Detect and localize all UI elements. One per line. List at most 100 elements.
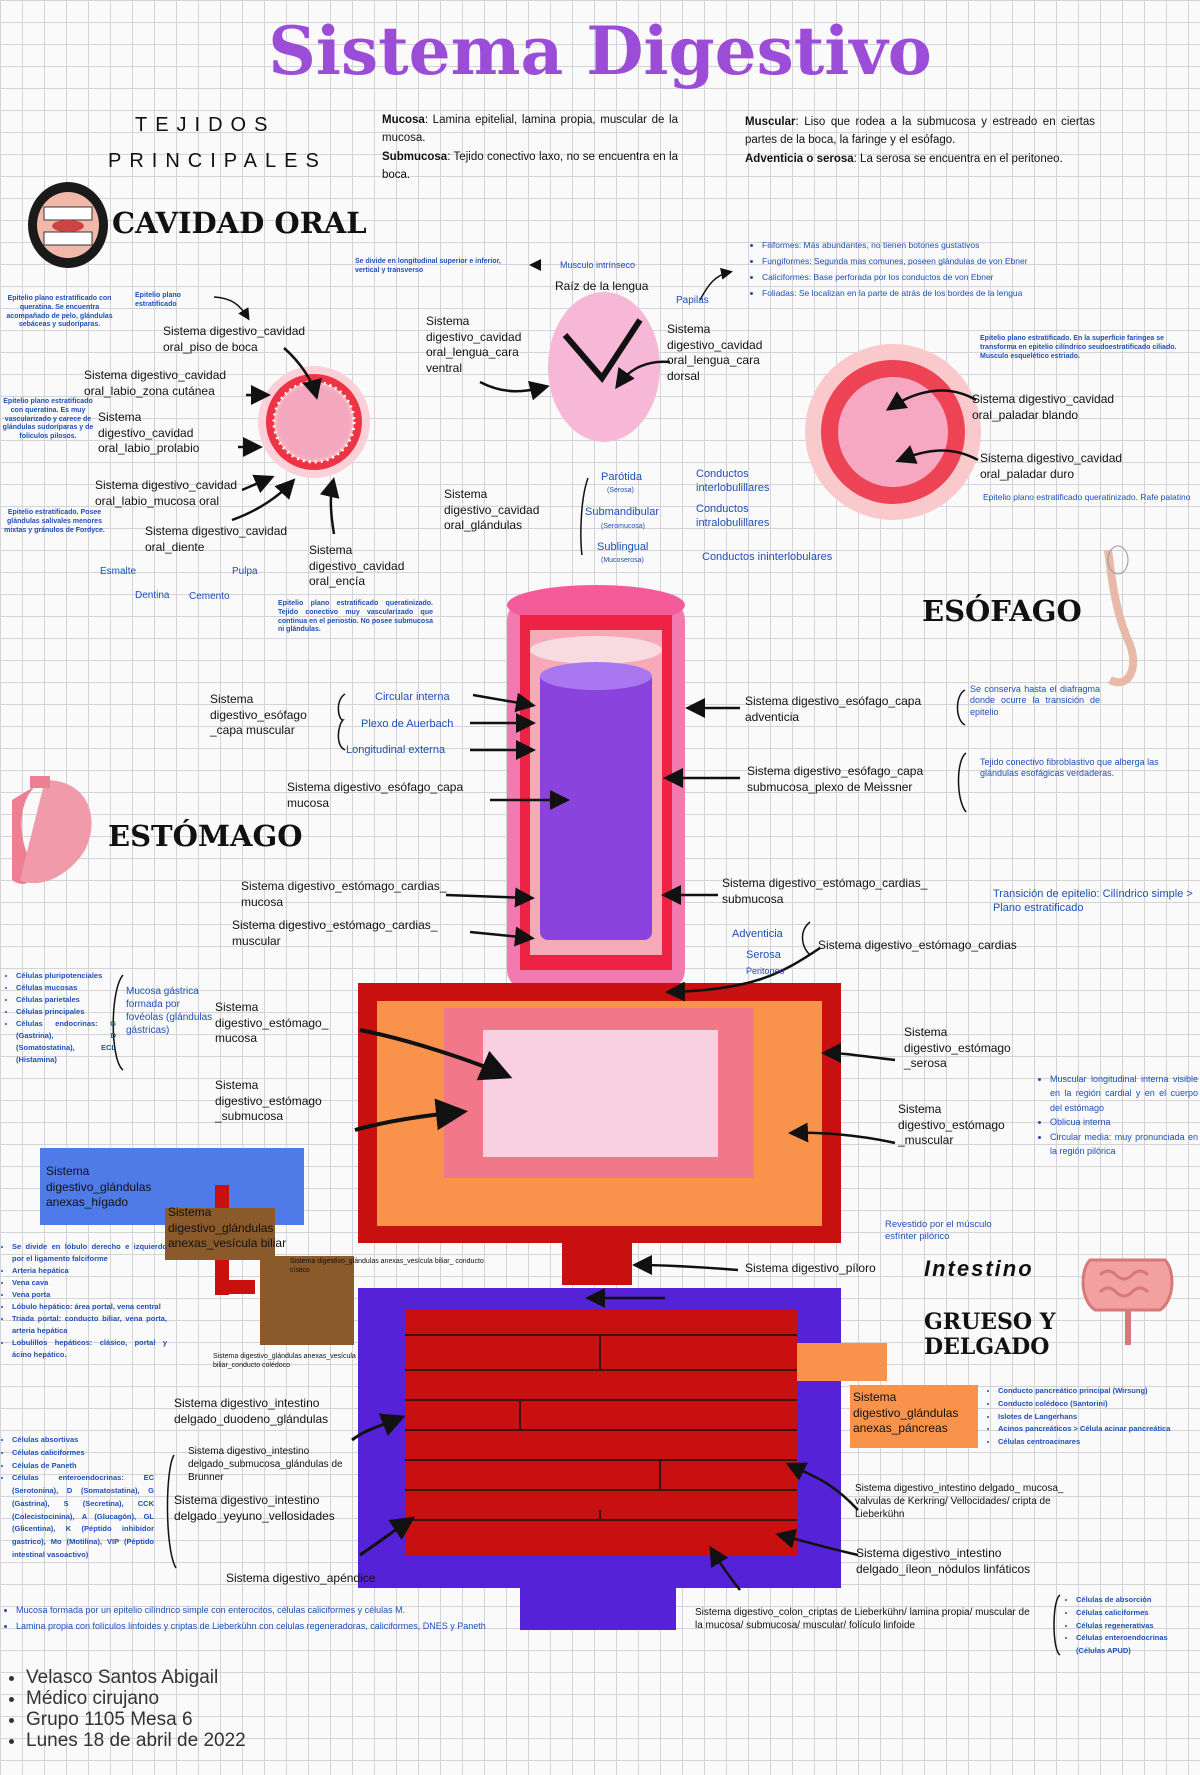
- oral-esmalte: Esmalte: [100, 566, 137, 577]
- oral-encia-label: Sistema digestivo_cavidad oral_encía: [309, 543, 405, 589]
- tongue-musculo-label: Musculo intrínseco: [560, 260, 636, 270]
- submucosa-value: : Tejido conectivo laxo, no se encuentra…: [382, 150, 678, 182]
- pylorus-revestido-note: Revestido por el músculo esfínter pilóri…: [885, 1219, 992, 1243]
- mouth-icon: [28, 182, 108, 268]
- gland-sublingual: Sublingual: [597, 541, 649, 553]
- oral-mucosa-label: Sistema digestivo_cavidad oral_labio_muc…: [95, 478, 238, 508]
- apendice-item: Mucosa formada por un epitelio cilíndric…: [16, 1602, 531, 1618]
- oral-piso-label: Sistema digestivo_cavidad oral_piso de b…: [163, 324, 306, 354]
- diagram-arrows: [213, 259, 979, 1591]
- intestine-block: [358, 1288, 841, 1630]
- section-estomago: ESTÓMAGO: [108, 819, 303, 853]
- pancreas-item: Acinos pancreáticos > Célula acinar panc…: [998, 1423, 1183, 1436]
- stomach-icon: [12, 776, 92, 884]
- oral-pulpa: Pulpa: [232, 566, 258, 577]
- stomach-mucosa-label: Sistema digestivo_estómago_ mucosa: [215, 1000, 329, 1046]
- cystic-duct-label: Sistema digestivo_glándulas anexas_vesíc…: [290, 1258, 484, 1274]
- esof-capa-muscular-label: Sistema digestivo_esófago _capa muscular: [210, 692, 307, 738]
- stomach-musc-item: Muscular longitudinal interna visible en…: [1050, 1072, 1198, 1115]
- mucosa-value: : Lamina epitelial, lamina propia, muscu…: [382, 114, 678, 145]
- papila-item: Caliciformes: Base perforada por los con…: [762, 269, 1122, 285]
- oral-prolabio-label: Sistema digestivo_cavidad oral_labio_pro…: [98, 410, 200, 456]
- pancreas-label: Sistema digestivo_glándulas anexas_páncr…: [853, 1390, 959, 1436]
- liver-label: Sistema digestivo_glándulas anexas_hígad…: [46, 1164, 152, 1210]
- muscular-key: Muscular: [745, 116, 796, 128]
- stomach-cardias-muscular: Sistema digestivo_estómago_cardias_ musc…: [232, 918, 438, 948]
- liver-item: Vena cava: [12, 1277, 167, 1289]
- tongue-dorsal-label: Sistema digestivo_cavidad oral_lengua_ca…: [667, 322, 763, 383]
- papila-item: Filiformes: Más abundantes, no tienen bo…: [762, 237, 1122, 253]
- colon-label: Sistema digestivo_colon_criptas de Liebe…: [695, 1607, 1030, 1631]
- stomach-adventicia: Adventicia: [732, 928, 783, 940]
- section-esofago: ESÓFAGO: [922, 594, 1082, 628]
- oral-ep-encia-note: Epitelio plano estratificado queratiniza…: [278, 600, 433, 634]
- footer-credits: Velasco Santos Abigail Médico cirujano G…: [10, 1667, 246, 1752]
- intestine-cell-item: Células enteroendocrinas: EC (Serotonina…: [12, 1472, 154, 1561]
- gland-sublingual-type: (Mucoserosa): [601, 557, 644, 564]
- palate-blando-label: Sistema digestivo_cavidad oral_paladar b…: [972, 392, 1115, 422]
- gallbladder-label: Sistema digestivo_glándulas anexas_vesíc…: [168, 1205, 287, 1251]
- stomach-muscular-list: Muscular longitudinal interna visible en…: [1040, 1072, 1198, 1158]
- duodeno-label: Sistema digestivo_intestino delgado_duod…: [174, 1396, 329, 1426]
- kerkring-label: Sistema digestivo_intestino delgado_ muc…: [855, 1483, 1064, 1520]
- submucosa-key: Submucosa: [382, 150, 448, 163]
- stomach-cell-item: Células endocrinas: G (Gastrina), D (Som…: [16, 1018, 116, 1066]
- gland-conductos-inter: Conductos interlobulillares: [696, 468, 770, 495]
- section-grueso-delgado: GRUESO Y DELGADO: [924, 1309, 1056, 1361]
- intestine-cell-item: Células absortivas: [12, 1434, 154, 1447]
- papila-item: Foliadas: Se localizan en la parte de at…: [762, 285, 1122, 301]
- pylorus-shape: [562, 1243, 632, 1285]
- stomach-musc-item: Oblicua interna: [1050, 1115, 1198, 1129]
- stomach-celulas-list: Células pluripotenciales Células mucosas…: [6, 970, 116, 1066]
- stomach-layers: [358, 983, 841, 1243]
- oral-ep-plano-note: Epitelio plano estratificado: [135, 292, 181, 308]
- apendice-label: Sistema digestivo_apéndice: [226, 1571, 376, 1585]
- esof-submucosa-note: Tejido conectivo fibroblastivo que alber…: [980, 757, 1159, 779]
- papilas-list: Filiformes: Más abundantes, no tienen bo…: [752, 237, 1122, 302]
- esof-adventicia-note: Se conserva hasta el diafragma donde ocu…: [970, 684, 1100, 717]
- stomach-cardias-submucosa: Sistema digestivo_estómago_cardias_ subm…: [722, 876, 928, 906]
- apendice-item: Lamina propia con folículos linfoides y …: [16, 1618, 531, 1634]
- stomach-cell-item: Células mucosas: [16, 982, 116, 994]
- bile-duct-shape: [215, 1280, 255, 1294]
- colon-item: Células regenerativas: [1076, 1620, 1196, 1633]
- oral-dentina: Dentina: [135, 590, 170, 601]
- intestine-icon: [1081, 1258, 1174, 1345]
- yeyuno-label: Sistema digestivo_intestino delgado_yeyu…: [174, 1493, 335, 1523]
- oral-ep-prolabio-note: Epitelio plano estratificado con querati…: [2, 398, 94, 440]
- tissue-mucosa-submucosa: Mucosa: Lamina epitelial, lamina propia,…: [382, 111, 678, 185]
- gland-parotida: Parótida: [601, 471, 642, 483]
- pancreas-list: Conducto pancreático principal (Wirsung)…: [988, 1385, 1183, 1449]
- oral-labio-cutanea-label: Sistema digestivo_cavidad oral_labio_zon…: [84, 368, 227, 398]
- pancreas-item: Conducto colédoco (Santorini): [998, 1398, 1183, 1411]
- intestine-cell-list: Células absortivas Células caliciformes …: [2, 1434, 154, 1562]
- oral-cemento: Cemento: [189, 591, 230, 602]
- footer-item: Médico cirujano: [26, 1688, 246, 1710]
- stomach-musc-item: Circular media: muy pronunciada en la re…: [1050, 1130, 1198, 1159]
- esophagus-icon: [1104, 545, 1138, 687]
- mucosa-key: Mucosa: [382, 114, 425, 126]
- colon-list: Células de absorción Células caliciforme…: [1066, 1594, 1196, 1658]
- brace-marks: [112, 477, 1061, 1656]
- pancreas-duct-shape: [797, 1343, 887, 1381]
- gland-submandibular-type: (Seromucosa): [601, 523, 645, 530]
- brunner-label: Sistema digestivo_intestino delgado_subm…: [188, 1446, 343, 1483]
- footer-item: Velasco Santos Abigail: [26, 1667, 246, 1689]
- glandulas-label: Sistema digestivo_cavidad oral_glándulas: [444, 487, 540, 533]
- stomach-serosa-label: Sistema digestivo_estómago _serosa: [904, 1025, 1011, 1071]
- palate-ep-note: Epitelio plano estratificado. En la supe…: [980, 335, 1177, 360]
- colon-item: Células de absorción: [1076, 1594, 1196, 1607]
- page-title: Sistema Digestivo: [268, 12, 932, 90]
- tongue-musculo-desc: Se divide en longitudinal superior e inf…: [355, 258, 501, 274]
- liver-item: Lóbulo hepático: área portal, vena centr…: [12, 1301, 167, 1313]
- footer-item: Lunes 18 de abril de 2022: [26, 1730, 246, 1752]
- esof-circular-interna: Circular interna: [375, 691, 450, 703]
- stomach-transicion-note: Transición de epitelio: Cilíndrico simpl…: [993, 888, 1193, 915]
- liver-item: Se divide en lóbulo derecho e izquierdo …: [12, 1241, 167, 1265]
- tissue-muscular-adventicia: Muscular: Liso que rodea a la submucosa …: [745, 113, 1095, 168]
- footer-item: Grupo 1105 Mesa 6: [26, 1709, 246, 1731]
- liver-item: Lobulillos hepáticos: clásico, portal y …: [12, 1337, 167, 1361]
- pancreas-item: Células centroacinares: [998, 1436, 1183, 1449]
- tongue-ventral-label: Sistema digestivo_cavidad oral_lengua_ca…: [426, 314, 522, 375]
